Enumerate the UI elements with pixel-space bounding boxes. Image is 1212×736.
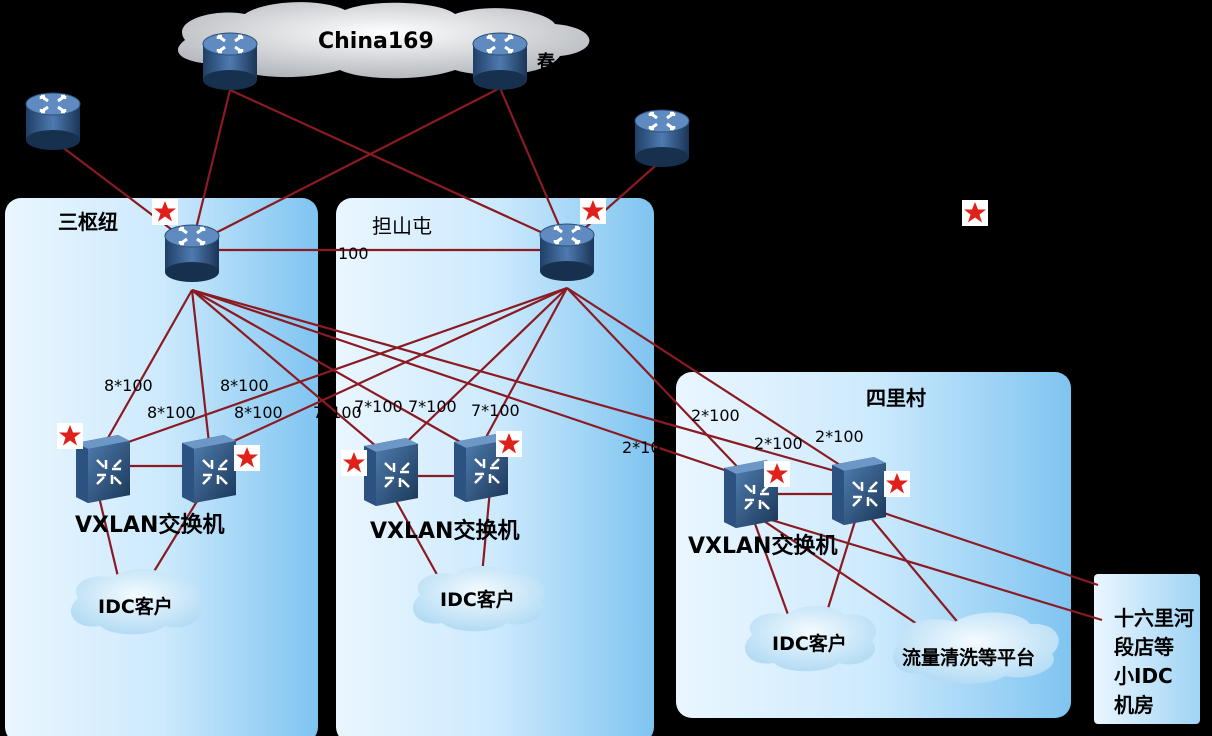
switch-icon-sanshuniu-2 [180,433,238,505]
cloud-label-danshantun: IDC客户 [440,588,515,611]
router-icon-top-left [201,31,259,92]
link-label: 7*100 [354,397,403,416]
switch-label-silicun: VXLAN交换机 [688,533,837,559]
link-label: 8*100 [147,403,196,422]
router-icon-danshantun-core [538,222,596,283]
star-icon [341,450,367,476]
idc-cloud-silicun [744,606,877,672]
star-icon [234,445,260,471]
side-box [1094,574,1200,724]
link-label: 2*100 [691,406,740,425]
link-label: 8*100 [234,403,283,422]
cloud-label-fragment: 春 [537,51,556,73]
idc-cloud-sanshuniu [70,569,203,635]
scrubbing-cloud-silicun [893,612,1059,685]
link-label: 7*100 [471,401,520,420]
star-icon [884,471,910,497]
link-label: 8*100 [220,376,269,395]
router-icon-top-right [471,31,529,92]
link-label: 2*100 [754,434,803,453]
side-box-line-2: 段店等 [1114,635,1174,659]
link-label: 7*100 [313,403,362,422]
cloud-label-silicun-scrubbing: 流量清洗等平台 [902,646,1035,669]
links [52,87,1103,627]
star-icon [962,200,988,226]
star-icon [496,431,522,457]
cloud-label-sanshuniu: IDC客户 [98,595,173,618]
router-icon-far-right [633,108,691,169]
router-icon-far-left [24,91,82,152]
switch-icon-silicun-2 [830,455,888,527]
star-icon [152,199,178,225]
side-box-line-4: 机房 [1114,693,1154,717]
region-title-silicun: 四里村 [866,386,926,410]
link-label: 8*100 [104,376,153,395]
link-label: 2*10 [622,438,661,457]
switch-icon-danshantun-1 [362,436,420,508]
idc-cloud-danshantun [412,566,545,632]
region-title-danshantun: 担山屯 [372,214,432,238]
link-label: 2*100 [815,427,864,446]
link-label: 100 [338,244,369,263]
switch-label-sanshuniu: VXLAN交换机 [75,512,224,538]
china169-label: China169 [318,29,434,54]
switch-label-danshantun: VXLAN交换机 [370,518,519,544]
star-icon [580,198,606,224]
cloud-label-silicun-idc: IDC客户 [772,632,847,655]
region-title-sanshuniu: 三枢纽 [58,210,118,234]
side-box-line-3: 小IDC [1114,664,1173,688]
side-box-line-1: 十六里河 [1114,606,1194,630]
router-icon-sanshuniu-core [163,223,221,284]
star-icon [764,461,790,487]
link-label: 7*100 [408,397,457,416]
star-icon [57,423,83,449]
switch-icon-sanshuniu-1 [74,433,132,505]
